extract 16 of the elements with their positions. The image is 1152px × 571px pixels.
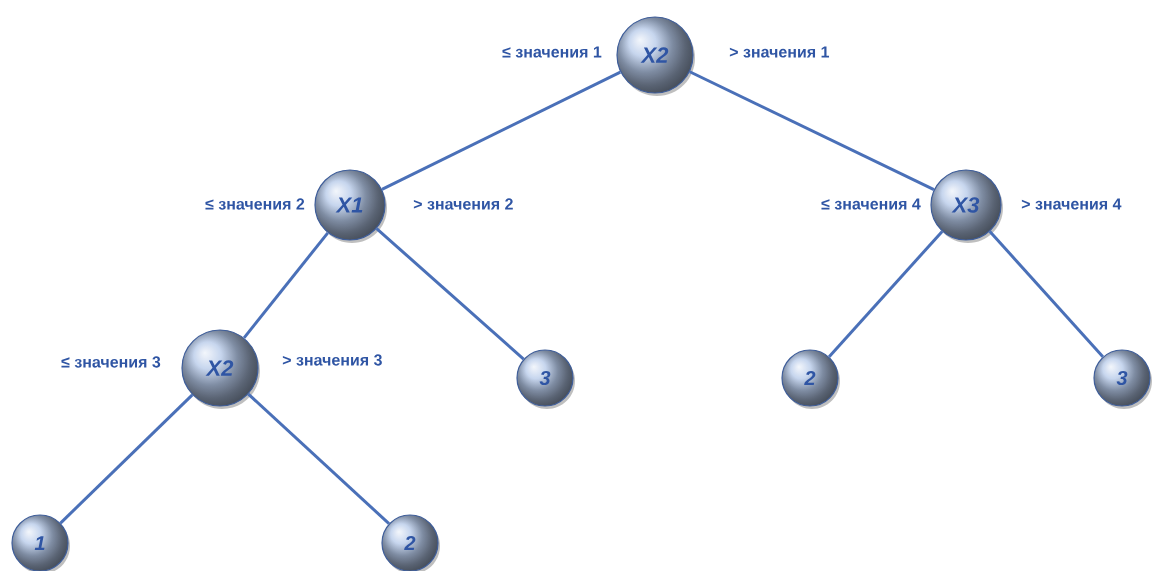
edge-label: ≤ значения 1 bbox=[501, 45, 603, 59]
edge-label: ≤ значения 2 bbox=[204, 197, 306, 211]
connector-line bbox=[381, 70, 622, 191]
connector-line bbox=[242, 231, 329, 339]
edge-label: > значения 1 bbox=[728, 45, 831, 59]
connector-line bbox=[689, 70, 935, 191]
connector-line bbox=[375, 227, 525, 361]
edge-label: ≤ значения 3 bbox=[60, 355, 162, 369]
edge-label: > значения 3 bbox=[281, 353, 384, 367]
connector-line bbox=[59, 393, 194, 525]
connector-line bbox=[247, 393, 390, 525]
connector-line bbox=[988, 230, 1104, 358]
edge-label: > значения 2 bbox=[412, 197, 515, 211]
connector-line bbox=[828, 230, 944, 358]
edge-label: ≤ значения 4 bbox=[820, 197, 922, 211]
edge-label: > значения 4 bbox=[1020, 197, 1123, 211]
